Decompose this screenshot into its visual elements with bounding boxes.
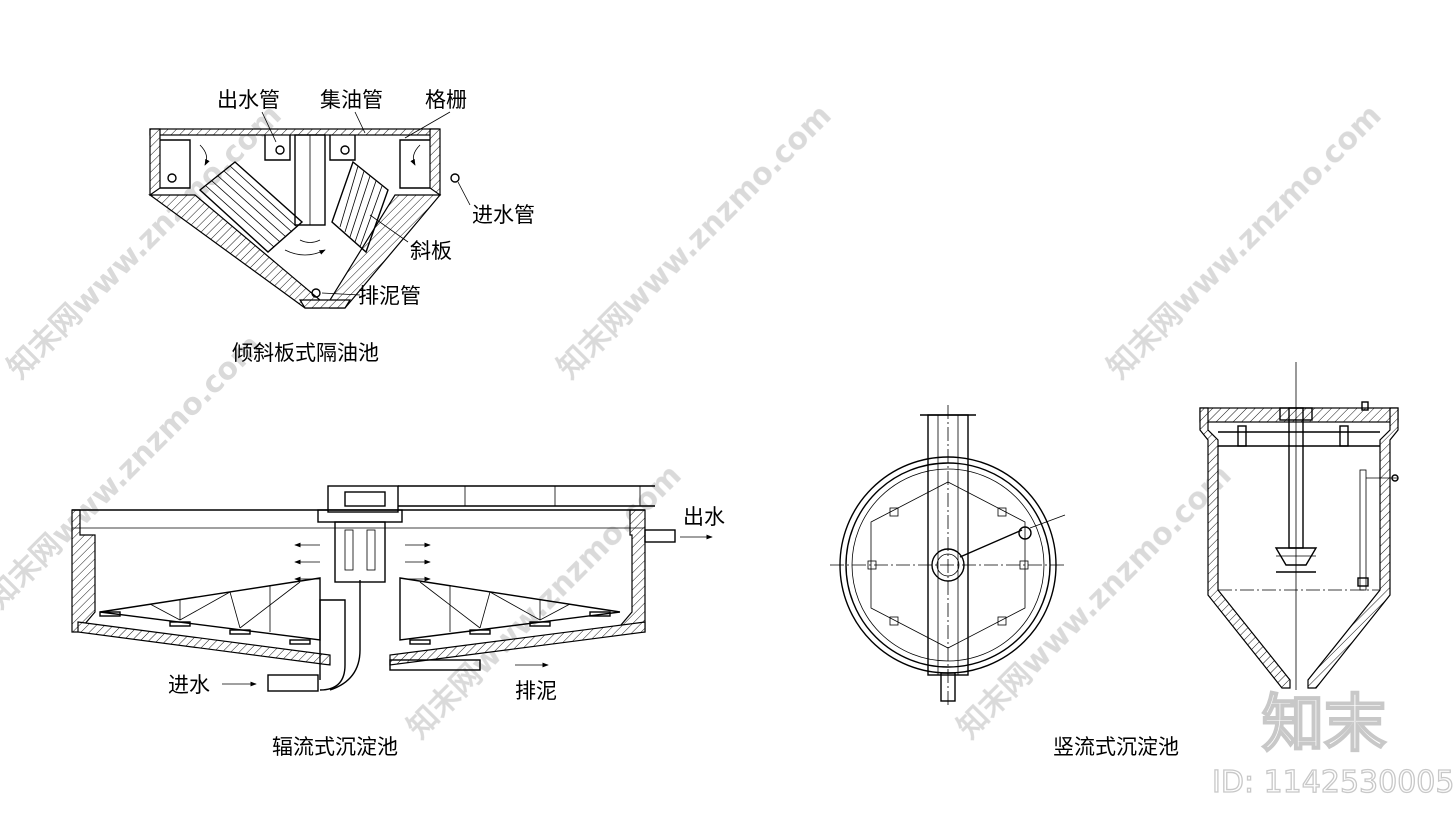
flow-arrows	[222, 534, 713, 687]
watermark-text: 知末网www.znzmo.com	[0, 328, 269, 616]
brand-id-text: ID: 1142530005	[1212, 765, 1454, 800]
plan-brackets	[867, 507, 1029, 626]
caption-oil-separator-wrap: 倾斜板式隔油池	[232, 341, 379, 365]
watermark-text: 知末网www.znzmo.com	[551, 98, 839, 386]
label-inlet-pipe: 进水管	[472, 203, 535, 227]
plate-lines-left	[205, 165, 298, 248]
brand-watermark: 知末 ID: 1142530005	[1211, 686, 1455, 801]
caption-radial-tank: 辐流式沉淀池	[272, 735, 398, 759]
label-oil-pipe: 集油管	[320, 88, 383, 112]
label-radial-sludge: 排泥	[515, 679, 557, 703]
oil-separator-diagram: 出水管 集油管 格栅 进水管 斜板 排泥管	[148, 88, 535, 309]
radial-tank-diagram: 出水 进水 排泥 辐流式沉淀池	[71, 485, 725, 759]
plate-lines-right	[339, 165, 383, 248]
watermark-text: 知末网www.znzmo.com	[951, 458, 1239, 746]
label-inclined-plate: 斜板	[410, 239, 452, 263]
label-radial-inlet: 进水	[168, 673, 210, 697]
brand-logo-text: 知末	[1262, 687, 1386, 760]
label-outlet-pipe: 出水管	[217, 88, 280, 112]
vertical-tank-plan-view	[830, 405, 1066, 705]
label-radial-outlet: 出水	[683, 505, 725, 529]
scraper-blades	[99, 611, 611, 645]
watermark-text: 知末网www.znzmo.com	[1101, 98, 1389, 386]
truss-right	[419, 581, 571, 632]
caption-vertical-tank: 竖流式沉淀池	[1053, 735, 1179, 759]
label-sludge-pipe: 排泥管	[358, 284, 421, 308]
truss-left	[149, 581, 301, 632]
caption-oil-separator: 倾斜板式隔油池	[232, 341, 379, 365]
label-grille: 格栅	[425, 88, 467, 112]
vertical-tank-section: 竖流式沉淀池	[1053, 362, 1399, 759]
